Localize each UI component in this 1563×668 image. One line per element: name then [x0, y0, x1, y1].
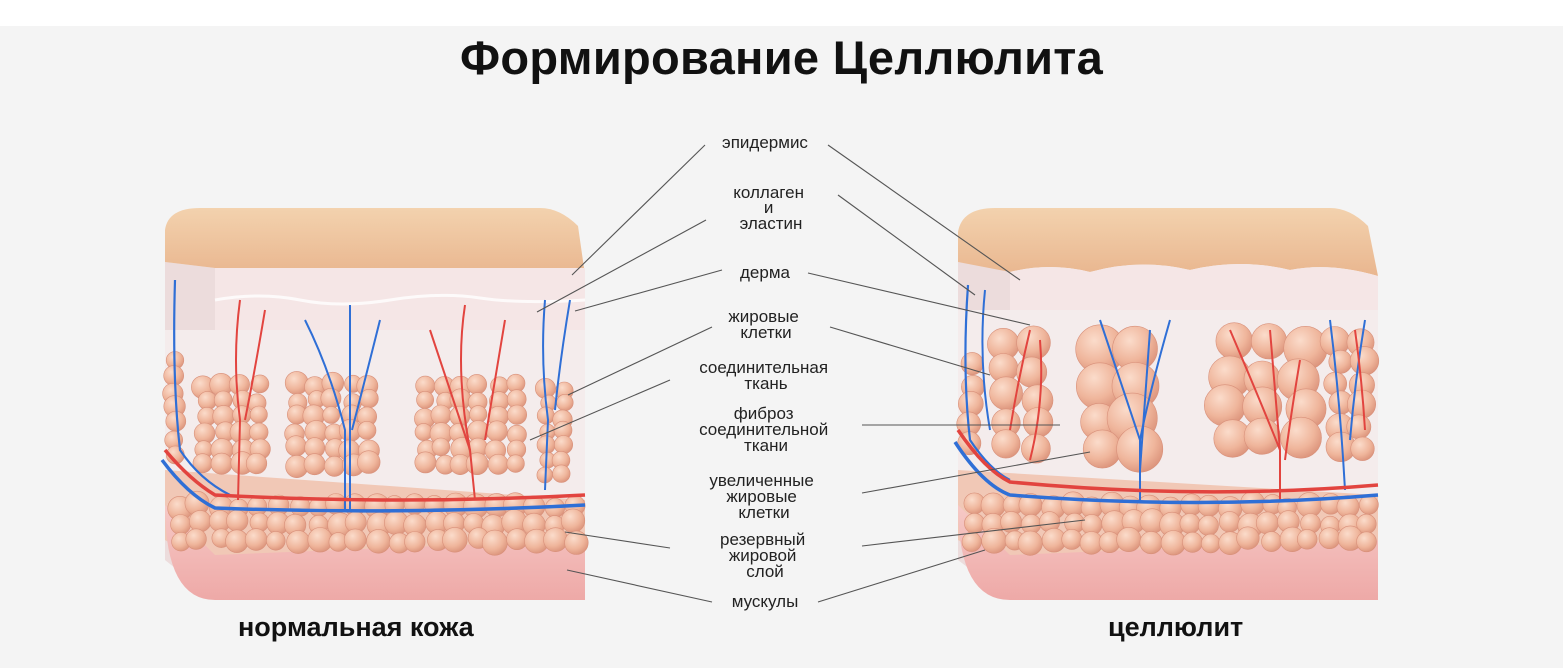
- fat-cell: [481, 529, 508, 556]
- cellulite-skin-block: [953, 208, 1380, 600]
- fat-cell: [343, 528, 367, 552]
- fat-cell: [189, 510, 212, 533]
- fat-cell: [1280, 416, 1322, 459]
- label-dermis: дерма: [740, 263, 791, 282]
- fat-cell: [286, 530, 311, 554]
- fat-cell: [225, 529, 249, 553]
- normal-fat-chambers: [162, 351, 589, 556]
- fat-cell: [366, 529, 391, 554]
- fat-cell: [431, 437, 451, 457]
- page-title: Формирование Целлюлита: [459, 31, 1104, 84]
- fat-cell: [357, 420, 377, 440]
- label-connective-tissue: соединительная ткань: [699, 358, 833, 393]
- fat-cell: [1139, 531, 1163, 555]
- fat-cell: [430, 404, 452, 426]
- fat-cell: [1255, 511, 1279, 535]
- fat-cell: [564, 530, 589, 555]
- fat-cell: [964, 513, 985, 534]
- fat-cell: [414, 451, 437, 474]
- fat-cell: [285, 435, 307, 457]
- fat-cell: [245, 452, 268, 475]
- label-epidermis: эпидермис: [722, 133, 808, 152]
- fat-cell: [1200, 533, 1221, 554]
- fat-cell: [1082, 429, 1122, 469]
- fat-cell: [1261, 531, 1282, 552]
- fat-cell: [284, 371, 309, 395]
- fat-cell: [1296, 529, 1318, 550]
- fat-cell: [486, 420, 508, 442]
- fat-cell: [560, 508, 586, 533]
- fat-cell: [1349, 346, 1380, 376]
- annotation-labels: эпидермис коллаген и эластин дерма жиров…: [699, 133, 833, 611]
- label-fibrosis: фиброз соединительной ткани: [699, 404, 833, 455]
- fat-cell: [556, 394, 574, 412]
- fat-cell: [404, 531, 426, 553]
- fat-cell: [1318, 527, 1341, 550]
- fat-cell: [210, 452, 233, 475]
- fat-cell: [414, 423, 433, 441]
- fat-cell: [170, 514, 191, 535]
- cellulite-vessels: [953, 284, 1379, 505]
- fat-cell: [552, 464, 571, 483]
- fat-cell: [1021, 433, 1051, 464]
- label-collagen-elastin: коллаген и эластин: [733, 183, 808, 233]
- fat-cell: [1197, 494, 1220, 517]
- label-muscles: мускулы: [732, 592, 799, 611]
- fat-cell: [1016, 325, 1051, 360]
- fat-cell: [322, 406, 341, 424]
- fat-cell: [506, 404, 527, 425]
- fat-cell: [466, 374, 487, 395]
- fat-cell: [244, 528, 268, 551]
- fat-cell: [357, 450, 381, 474]
- fat-cell: [1160, 530, 1186, 556]
- fat-cell: [1356, 531, 1377, 553]
- caption-normal-skin: нормальная кожа: [238, 612, 474, 642]
- fat-cell: [553, 435, 573, 455]
- label-fat-cells: жировые клетки: [728, 307, 803, 342]
- cellulite-dermis: [1010, 264, 1378, 320]
- callout-lines: [529, 144, 1091, 603]
- fat-cell: [307, 527, 333, 553]
- normal-skin-block: [160, 208, 589, 600]
- fat-cell: [543, 527, 568, 553]
- normal-epidermis: [165, 208, 585, 275]
- fat-cell: [1179, 513, 1201, 534]
- fat-cell: [226, 509, 249, 532]
- fat-cell: [185, 528, 207, 550]
- fat-cell: [506, 454, 525, 473]
- fat-cell: [465, 452, 489, 476]
- fat-cell: [1204, 384, 1247, 427]
- fat-cell: [1182, 531, 1203, 553]
- fat-cell: [1359, 494, 1379, 515]
- fat-cell: [250, 374, 270, 394]
- fat-cell: [303, 453, 326, 476]
- fat-cell: [487, 453, 509, 475]
- fat-cell: [506, 528, 528, 551]
- fat-cell: [1350, 436, 1375, 461]
- fat-cell: [1218, 511, 1241, 533]
- fat-cell: [1236, 526, 1260, 550]
- fat-cell: [961, 531, 982, 552]
- label-enlarged-fat-cells: увеличенные жировые клетки: [709, 471, 818, 522]
- fat-cell: [1328, 349, 1353, 374]
- fat-cell: [1251, 323, 1288, 360]
- cellulite-fat-chambers: [956, 322, 1380, 556]
- fat-cell: [323, 455, 345, 477]
- fat-cell: [1116, 526, 1142, 552]
- cellulite-epidermis: [958, 208, 1378, 276]
- fat-cell: [266, 531, 286, 551]
- normal-vessels: [160, 279, 586, 513]
- fat-cell: [1061, 529, 1083, 550]
- fat-cell: [416, 390, 435, 409]
- label-reserve-fat-layer: резервный жировой слой: [720, 530, 810, 581]
- caption-cellulite: целлюлит: [1108, 612, 1244, 642]
- fat-cell: [1198, 515, 1219, 536]
- fat-cell: [991, 429, 1021, 459]
- fat-cell: [249, 405, 268, 424]
- fat-cell: [1017, 530, 1043, 556]
- fat-cell: [442, 527, 468, 553]
